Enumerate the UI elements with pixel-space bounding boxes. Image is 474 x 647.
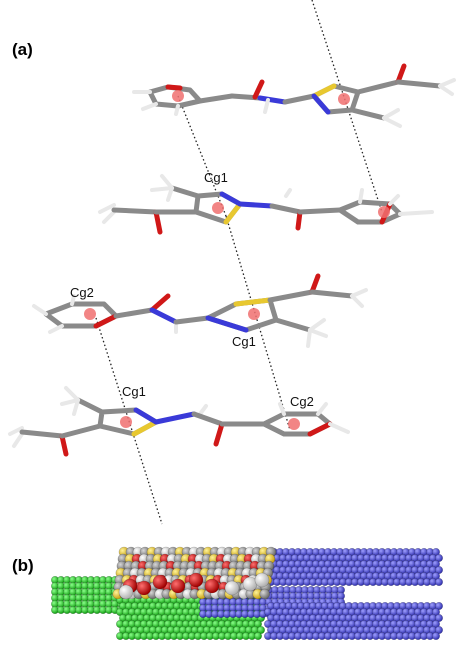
blue-molecule-sphere (431, 547, 441, 557)
blue-molecule-sphere (431, 559, 441, 569)
blue-molecule-sphere (434, 553, 444, 563)
centroid-label-cg1-row3: Cg1 (232, 334, 256, 349)
stack-line-middle (225, 215, 291, 431)
centroid-label-cg2-row3: Cg2 (70, 285, 94, 300)
front-atom-sphere (224, 580, 240, 596)
molecule-row-2: Cg1 (98, 170, 434, 235)
stack-line-left (177, 95, 227, 217)
stack-line-right-top (311, 0, 383, 213)
centroid-marker (172, 90, 184, 102)
front-atom-sphere (254, 572, 270, 588)
panel-b-label: (b) (12, 556, 34, 575)
centroid-marker (248, 308, 260, 320)
stacked-molecule-sphere (259, 588, 271, 600)
centroid-marker (338, 93, 350, 105)
front-atom-sphere (188, 572, 204, 588)
centroid-marker (288, 418, 300, 430)
panel-a-label: (a) (12, 40, 33, 59)
front-atom-sphere (118, 584, 134, 600)
blue-molecule-sphere (434, 601, 444, 611)
centroid-label-cg2-row4: Cg2 (290, 394, 314, 409)
front-atom-sphere (204, 578, 220, 594)
blue-molecule-sphere (434, 613, 444, 623)
front-atom-sphere (136, 580, 152, 596)
blue-molecule-sphere (434, 565, 444, 575)
green-molecule-sphere (253, 631, 263, 641)
centroid-marker (378, 206, 390, 218)
centroid-label-cg1-row4: Cg1 (122, 384, 146, 399)
molecule-row-3: Cg2 Cg1 (32, 273, 368, 349)
centroid-marker (212, 202, 224, 214)
blue-molecule-sphere (431, 607, 441, 617)
blue-molecule-sphere (434, 625, 444, 635)
molecule-row-1 (132, 63, 456, 128)
green-molecule-sphere (256, 625, 266, 635)
blue-molecule-sphere (431, 571, 441, 581)
blue-molecule-sphere (431, 631, 441, 641)
space-filling-model (50, 546, 444, 641)
blue-molecule-sphere (431, 619, 441, 629)
centroid-marker (84, 308, 96, 320)
front-atom-sphere (152, 574, 168, 590)
centroid-label-cg1-row2: Cg1 (204, 170, 228, 185)
blue-molecule-sphere (434, 577, 444, 587)
green-molecule-sphere (253, 619, 263, 629)
molecule-row-4: Cg1 Cg2 (8, 384, 350, 457)
stacking-lines (95, 0, 383, 525)
front-atom-sphere (170, 578, 186, 594)
centroid-marker (120, 416, 132, 428)
